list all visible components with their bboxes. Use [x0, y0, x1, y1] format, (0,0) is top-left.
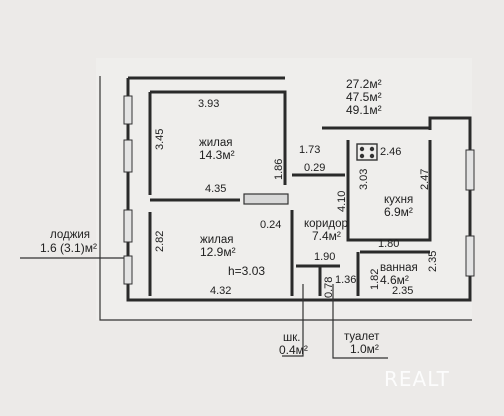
dim-173: 1.73: [299, 144, 320, 156]
window-3: [123, 209, 133, 243]
dim-410: 4.10: [336, 191, 348, 212]
window-4: [123, 255, 133, 285]
dim-186: 1.86: [273, 159, 285, 180]
closet-leader: [282, 284, 304, 357]
dim-180: 1.80: [378, 238, 399, 250]
stove-burner-icon: [369, 153, 375, 159]
bathroom-name: ванная: [380, 262, 418, 274]
total-area-2: 47.5м²: [346, 90, 382, 104]
dim-136: 1.36: [335, 274, 356, 286]
corridor-area: 7.4м²: [312, 229, 341, 243]
wall-segment: [243, 193, 289, 205]
dim-182: 1.82: [369, 269, 381, 290]
dim-432: 4.32: [210, 285, 231, 297]
stove-burner-icon: [369, 146, 375, 152]
kitchen-name: кухня: [384, 194, 413, 206]
window-5: [465, 149, 475, 191]
window-2: [123, 139, 133, 173]
stove-burner-icon: [359, 153, 365, 159]
bathroom-area: 4.6м²: [380, 273, 409, 287]
loggia-area: 1.6 (3.1)м²: [40, 241, 97, 255]
total-area-3: 49.1м²: [346, 103, 382, 117]
dim-235-horizontal: 2.35: [392, 285, 413, 297]
stove-burner-icon: [359, 146, 365, 152]
dim-246: 2.46: [380, 146, 401, 158]
kitchen-area: 6.9м²: [384, 205, 413, 219]
dim-345: 3.45: [154, 129, 166, 150]
wall-kitchen: [346, 140, 432, 242]
dim-247: 2.47: [419, 169, 431, 190]
dim-235-vertical: 2.35: [427, 251, 439, 272]
corridor-name: коридор: [304, 218, 348, 230]
dim-282: 2.82: [154, 231, 166, 252]
dim-303: 3.03: [358, 169, 370, 190]
loggia-name: лоджия: [50, 229, 90, 241]
dim-078: 0.78: [323, 277, 335, 298]
dim-435: 4.35: [205, 183, 226, 195]
toilet-area: 1.0м²: [350, 342, 379, 356]
wall-living1: [150, 90, 287, 185]
living1-area: 14.3м²: [199, 148, 235, 162]
toilet-name: туалет: [344, 331, 380, 343]
dim-029: 0.29: [304, 162, 325, 174]
dim-024: 0.24: [260, 219, 281, 231]
closet-name: шк.: [283, 332, 300, 344]
living2-area: 12.9м²: [200, 245, 236, 259]
dim-190: 1.90: [314, 251, 335, 263]
living1-name: жилая: [199, 137, 232, 149]
stove-icon: [356, 143, 378, 161]
ceiling-height: h=3.03: [228, 264, 265, 278]
outer-contour: [99, 76, 472, 321]
living2-name: жилая: [200, 234, 233, 246]
dim-393: 3.93: [198, 98, 219, 110]
toilet-leader: [332, 284, 388, 359]
watermark-logo: REALT: [384, 367, 450, 391]
closet-area: 0.4м²: [279, 343, 308, 357]
window-1: [123, 95, 133, 125]
total-area-1: 27.2м²: [346, 77, 382, 91]
window-6: [465, 235, 475, 277]
